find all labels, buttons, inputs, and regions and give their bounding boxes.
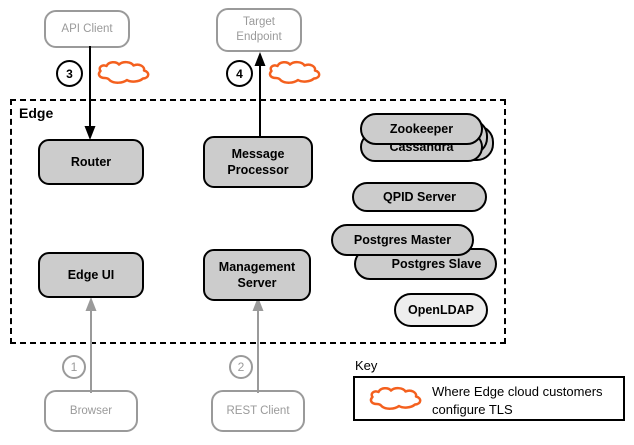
node-edge-ui-label: Edge UI bbox=[67, 268, 115, 282]
service-zookeeper-label: Zookeeper bbox=[389, 122, 454, 136]
step-marker-1: 1 bbox=[62, 355, 86, 379]
node-management-server-line-2: Server bbox=[237, 276, 277, 290]
service-openldap-label: OpenLDAP bbox=[408, 303, 474, 317]
node-management-server[interactable]: Management Server bbox=[203, 249, 311, 301]
service-qpid-server[interactable]: QPID Server bbox=[352, 182, 487, 212]
node-router[interactable]: Router bbox=[38, 139, 144, 185]
key-title: Key bbox=[355, 358, 378, 373]
node-message-processor-line-1: Message bbox=[231, 147, 285, 161]
cloud-icon-key bbox=[368, 386, 424, 412]
node-message-processor[interactable]: Message Processor bbox=[203, 136, 313, 188]
cloud-icon-step-4 bbox=[267, 60, 323, 86]
step-marker-3: 3 bbox=[56, 60, 83, 87]
node-target-endpoint-line-2: Endpoint bbox=[236, 31, 282, 43]
step-marker-3-number: 3 bbox=[66, 66, 73, 81]
node-management-server-line-1: Management bbox=[218, 260, 296, 274]
connector-message-processor-to-target-endpoint bbox=[252, 52, 268, 142]
node-api-client[interactable]: API Client bbox=[44, 10, 130, 48]
edge-container-label: Edge bbox=[19, 105, 54, 121]
service-postgres-slave-label: Postgres Slave bbox=[391, 257, 482, 271]
service-postgres-master-label: Postgres Master bbox=[353, 233, 452, 247]
node-rest-client[interactable]: REST Client bbox=[211, 390, 305, 432]
key-entry-text: Where Edge cloud customers configure TLS bbox=[432, 384, 603, 417]
step-marker-4: 4 bbox=[226, 60, 253, 87]
service-qpid-server-label: QPID Server bbox=[383, 190, 456, 204]
node-rest-client-line-1: REST Client bbox=[226, 404, 290, 417]
step-marker-4-number: 4 bbox=[236, 66, 243, 81]
node-edge-ui[interactable]: Edge UI bbox=[38, 252, 144, 298]
node-message-processor-line-2: Processor bbox=[227, 163, 289, 177]
node-target-endpoint[interactable]: Target Endpoint bbox=[216, 8, 302, 52]
connector-browser-to-edge-ui bbox=[83, 297, 99, 393]
node-browser[interactable]: Browser bbox=[44, 390, 138, 432]
service-postgres-master[interactable]: Postgres Master bbox=[331, 224, 474, 256]
node-router-label: Router bbox=[70, 155, 112, 169]
cloud-icon-step-3 bbox=[96, 60, 152, 86]
node-browser-line-1: Browser bbox=[69, 404, 113, 417]
step-marker-1-number: 1 bbox=[70, 360, 78, 374]
node-api-client-line-1: API Client bbox=[61, 22, 113, 35]
step-marker-2-number: 2 bbox=[237, 360, 245, 374]
step-marker-2: 2 bbox=[229, 355, 253, 379]
connector-api-client-to-router bbox=[82, 46, 98, 142]
service-openldap[interactable]: OpenLDAP bbox=[394, 293, 488, 327]
connector-rest-client-to-management-server bbox=[250, 297, 266, 393]
service-zookeeper[interactable]: Zookeeper bbox=[360, 113, 483, 145]
node-target-endpoint-line-1: Target bbox=[243, 16, 275, 29]
